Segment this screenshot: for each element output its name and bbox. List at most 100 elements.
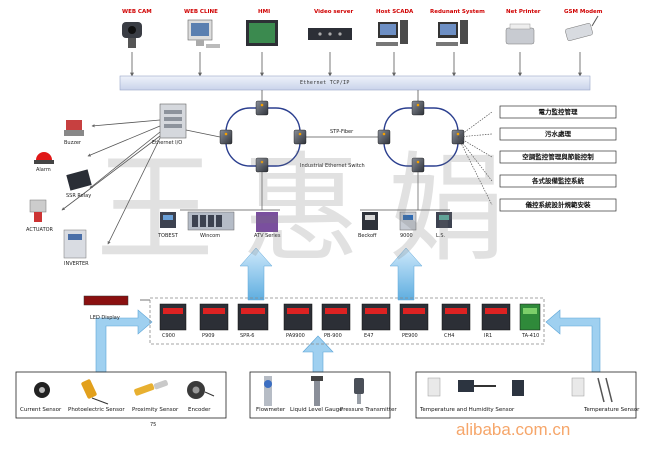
ethernet-io-label: Ethernet I/O	[152, 140, 183, 146]
meter-label-8: IR1	[484, 333, 493, 339]
mid-device-label-tobest: TOBEST	[158, 233, 178, 239]
controller-icon	[399, 211, 417, 231]
valve-actuator-icon	[29, 199, 47, 222]
top-device-label-webcam: WEB CAM	[122, 9, 152, 15]
meter-device-7	[441, 303, 471, 331]
meter-device-8	[481, 303, 511, 331]
current-sensor-icon	[34, 382, 50, 398]
top-device-label-videoserver: Video server	[314, 9, 354, 15]
meter-display-1	[203, 308, 225, 314]
sensor-conduits	[95, 309, 601, 373]
printer-icon	[505, 23, 535, 45]
meter-label-2: SPR-6	[240, 333, 255, 339]
right-function-boxes	[499, 105, 617, 212]
meter-label-5: E47	[364, 333, 374, 339]
right-box-label-2: 空調監控管理與節能控制	[522, 152, 594, 161]
ethernet-drop-lines	[261, 90, 419, 104]
desktop-computer-icon	[436, 20, 468, 46]
meter-display-0	[163, 308, 183, 314]
sensor-label-flowmeter: Flowmeter	[256, 407, 286, 413]
mid-device-label-ls: L.S.	[436, 233, 446, 239]
left-device-label-alarm: Alarm	[36, 167, 51, 173]
left-device-icons	[29, 120, 129, 306]
switch-nodes	[219, 100, 465, 173]
watermark-name: 王惠娟	[96, 140, 535, 278]
webcam-icon	[122, 22, 142, 48]
monitor-icon	[187, 19, 220, 48]
right-box-label-3: 各式設備監控系統	[532, 176, 584, 185]
sensor-group-boxes	[15, 371, 637, 419]
relay-icon	[66, 169, 92, 191]
left-device-label-inverter: INVERTER	[64, 261, 89, 267]
sensor-label-pressure: Pressure Transmitter	[340, 407, 397, 413]
sensor-label-level: Liquid Level Gauge	[290, 407, 343, 413]
top-device-label-hmi: HMI	[258, 9, 271, 15]
proximity-sensor-icon	[134, 380, 168, 396]
mid-device-icons	[160, 211, 452, 232]
drive-icon	[256, 212, 278, 232]
top-device-label-gsm: GSM Modem	[564, 9, 603, 15]
right-box-label-4: 儀控系統設計規範安裝	[525, 200, 591, 209]
meter-display-9	[523, 308, 537, 314]
inverter-icon	[63, 229, 87, 259]
meter-label-6: PE900	[402, 333, 418, 339]
meter-device-5	[361, 303, 391, 331]
meter-device-1	[199, 303, 229, 331]
controller-icon	[362, 212, 378, 230]
right-box-4	[499, 198, 617, 212]
controller-icon	[160, 212, 176, 228]
right-box-1	[499, 127, 617, 141]
mid-device-label-atv: ATV Series	[254, 233, 281, 239]
encoder-icon	[187, 381, 215, 399]
meter-label-3: PA9900	[286, 333, 305, 339]
buzzer-icon	[64, 120, 84, 136]
meter-device-2	[237, 303, 269, 331]
meter-display-7	[445, 308, 467, 314]
photoelectric-sensor-icon	[81, 379, 109, 405]
alarm-light-icon	[34, 152, 54, 164]
pressure-transmitter-icon	[354, 378, 364, 404]
meter-display-8	[485, 308, 507, 314]
site-watermark: alibaba.com.cn	[456, 420, 571, 439]
page-number: 75	[150, 422, 157, 428]
meter-device-4	[321, 303, 351, 331]
flowmeter-icon	[264, 376, 272, 406]
top-device-connectors	[130, 52, 582, 77]
meter-label-4: PB-900	[324, 333, 342, 339]
mid-device-label-wincom: Wincom	[200, 233, 221, 239]
left-device-label-led: LED Display	[90, 315, 120, 321]
meter-label-7: CH4	[444, 333, 455, 339]
meter-display-4	[325, 308, 347, 314]
sensor-label-current: Current Sensor	[20, 407, 62, 413]
meter-label-0: C900	[162, 333, 176, 339]
plc-icon	[187, 211, 235, 231]
video-server-icon	[308, 28, 352, 40]
level-gauge-icon	[311, 376, 323, 406]
desktop-computer-icon	[376, 20, 408, 46]
temperature-sensor-icon	[571, 377, 613, 403]
top-device-label-hostscada: Host SCADA	[376, 9, 414, 15]
meter-display-2	[241, 308, 265, 314]
meter-display-3	[287, 308, 309, 314]
led-display-icon	[83, 295, 129, 306]
sensor-label-photoelectric: Photoelectric Sensor	[68, 407, 125, 413]
right-box-label-0: 電力監控管理	[538, 107, 578, 116]
left-device-label-actuator: ACTUATOR	[26, 227, 54, 233]
meter-device-0	[159, 303, 187, 331]
sensor-label-temperature: Temperature Sensor	[584, 407, 640, 413]
switch-node-lights	[224, 103, 460, 164]
humidity-sensor-icon	[427, 377, 524, 397]
mid-device-label-9000: 9000	[400, 233, 413, 239]
left-device-label-buzzer: Buzzer	[64, 140, 81, 146]
ethernet-bar	[119, 75, 591, 91]
top-device-icons	[122, 15, 599, 48]
meter-display-5	[365, 308, 387, 314]
mid-device-label-beckoff: Beckoff	[358, 233, 377, 239]
meter-row	[159, 303, 541, 331]
ring-switch-label: Industrial Ethernet Switch	[300, 163, 365, 169]
controller-icon	[436, 212, 452, 228]
upward-arrows	[239, 247, 423, 301]
sensor-label-temp-humidity: Temperature and Humidity Sensor	[420, 407, 515, 413]
top-device-label-printer: Net Printer	[506, 9, 541, 15]
